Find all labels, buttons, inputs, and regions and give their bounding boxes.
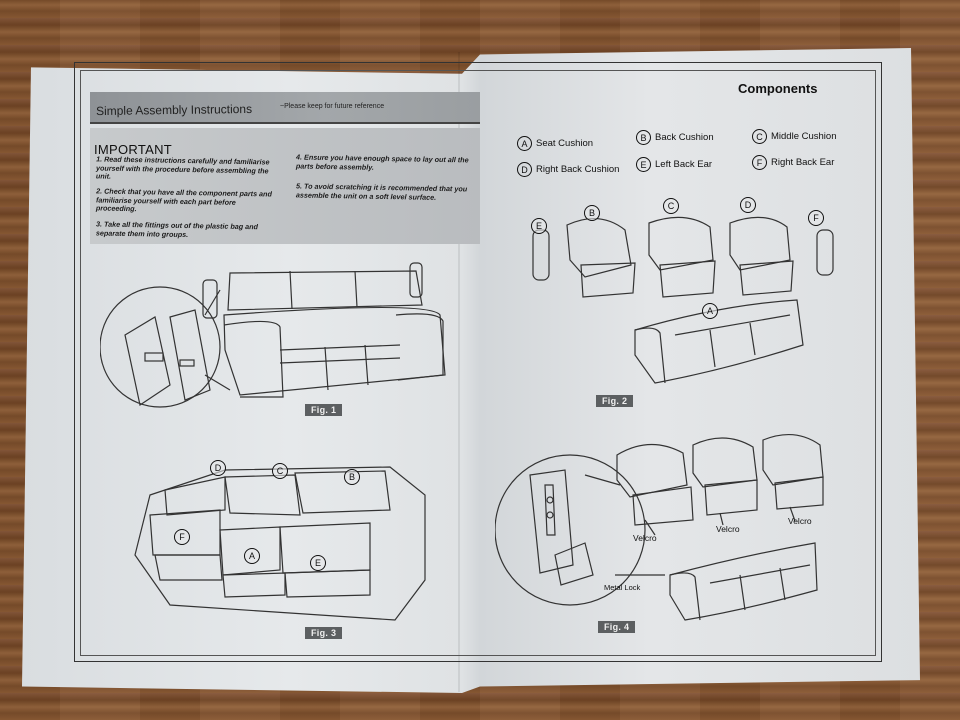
instruction-item-2: 2. Check that you have all the component… [95,186,272,214]
letter-badge: C [752,129,767,144]
fig2-badge-f: F [808,210,824,226]
letter-badge: F [752,155,767,170]
component-f: F Right Back Ear [752,155,834,170]
component-label: Left Back Ear [655,159,713,170]
fig2-components-drawing [532,216,834,384]
document-title-note: ~Please keep for future reference [280,103,385,110]
fig1-label: Fig. 1 [305,404,343,416]
component-label: Back Cushion [655,132,714,143]
page-border [74,62,882,662]
component-b: B Back Cushion [636,130,714,145]
fig3-badge-c: C [272,463,288,479]
fig4-callout-velcro-1: Velcro [633,533,657,543]
letter-badge: E [636,157,651,172]
paper-fold [458,52,460,692]
component-a: A Seat Cushion [517,136,593,151]
components-heading: Components [738,81,818,96]
fig2-label: Fig. 2 [596,395,634,407]
fig2-badge-d: D [740,197,756,213]
component-label: Middle Cushion [771,131,837,142]
document-title: Simple Assembly Instructions [95,101,253,119]
fig4-callout-velcro-2: Velcro [716,524,740,534]
letter-badge: A [517,136,532,151]
component-label: Seat Cushion [536,138,594,149]
instructions-band [90,128,480,244]
fig4-assembly-drawing [495,434,824,621]
fig2-badge-e: E [531,218,547,234]
fig2-badge-b: B [584,205,600,221]
fig3-badge-b: B [344,469,360,485]
fig4-callout-velcro-3: Velcro [788,516,812,526]
page-border-inner [80,70,876,656]
fig3-label: Fig. 3 [305,627,343,639]
fig4-label: Fig. 4 [598,621,636,633]
instruction-item-3: 3. Take all the fittings out of the plas… [95,219,259,239]
instruction-item-5: 5. To avoid scratching it is recommended… [295,181,468,202]
component-c: C Middle Cushion [752,129,836,144]
fig3-badge-a: A [244,548,260,564]
instruction-item-1: 1. Read these instructions carefully and… [95,154,270,181]
component-d: D Right Back Cushion [517,162,619,177]
title-band [90,92,480,124]
instruction-item-4: 4. Ensure you have enough space to lay o… [295,152,469,172]
letter-badge: B [636,130,651,145]
component-label: Right Back Ear [771,157,835,168]
component-e: E Left Back Ear [636,157,712,172]
fig3-badge-d: D [210,460,226,476]
fig3-sofa-drawing [134,466,426,621]
fig2-badge-a: A [702,303,718,319]
fig3-badge-f: F [174,529,190,545]
component-label: Right Back Cushion [536,164,620,175]
fig1-sofa-drawing [100,262,446,408]
fig3-badge-e: E [310,555,326,571]
important-heading: IMPORTANT [94,142,173,157]
fig2-badge-c: C [663,198,679,214]
letter-badge: D [517,162,532,177]
fig4-callout-metal-lock: Metal Lock [604,583,641,592]
